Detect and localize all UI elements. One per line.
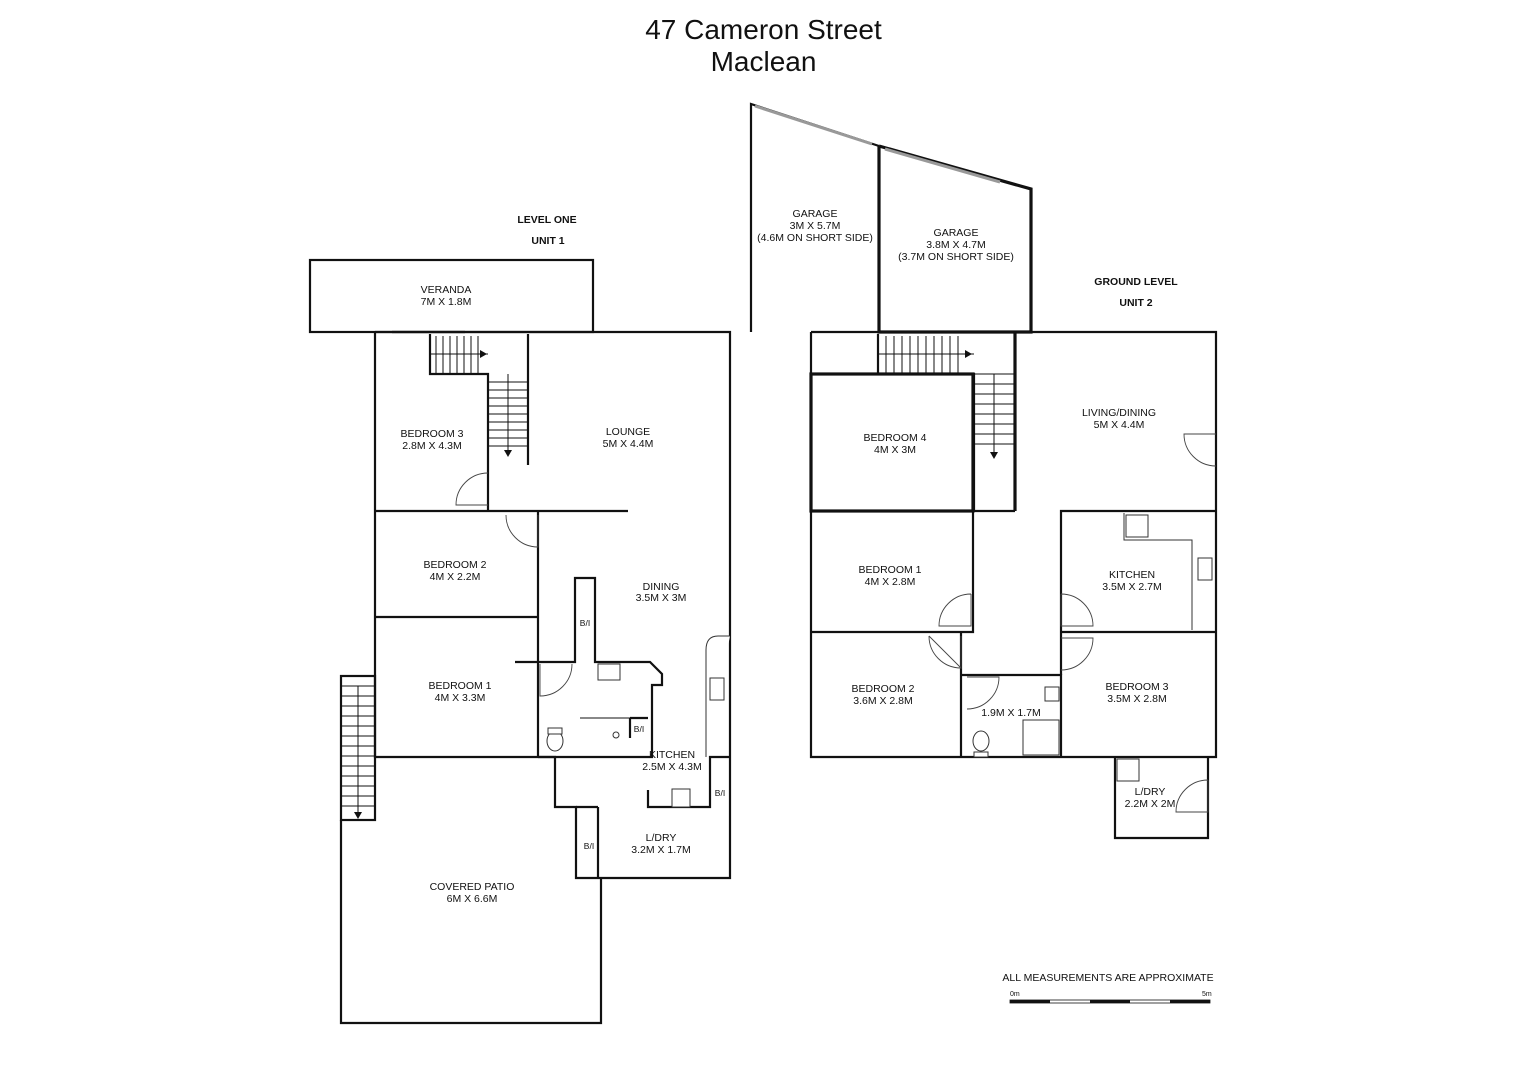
veranda-size: 7M X 1.8M xyxy=(421,296,472,308)
vanity-basin xyxy=(597,663,621,681)
living-size: 5M X 4.4M xyxy=(1094,419,1145,431)
bedroom-2-door-arc xyxy=(928,635,962,669)
u1-kitchen-name: KITCHEN xyxy=(649,749,695,761)
garage-2-name: GARAGE xyxy=(934,227,979,239)
bedroom-1-door-u2 xyxy=(938,593,972,627)
kitchen-door-u2 xyxy=(1060,593,1094,627)
lounge-size: 5M X 4.4M xyxy=(603,438,654,450)
u2-bedroom-1-name: BEDROOM 1 xyxy=(858,564,921,576)
u2-bedroom-2-name: BEDROOM 2 xyxy=(851,683,914,695)
internal-stairs xyxy=(428,334,530,465)
u1-bedroom-2-name: BEDROOM 2 xyxy=(423,559,486,571)
living-name: LIVING/DINING xyxy=(1082,407,1156,419)
u1-laundry-name: L/DRY xyxy=(646,832,677,844)
basin-u2 xyxy=(1044,686,1060,702)
unit-2-label: UNIT 2 xyxy=(1119,297,1152,309)
ground-level-label: GROUND LEVEL xyxy=(1094,276,1178,288)
u2-bedroom-4-size: 4M X 3M xyxy=(874,444,916,456)
bathroom-door xyxy=(539,663,573,697)
garage-2-size: 3.8M X 4.7M xyxy=(926,239,986,251)
bedroom-2-door xyxy=(505,514,539,548)
unit-1-plan: LEVEL ONE UNIT 1 xyxy=(308,214,732,1025)
cooktop xyxy=(671,788,691,808)
kitchen-bench-wall xyxy=(646,755,730,809)
u1-bedroom-1-name: BEDROOM 1 xyxy=(428,680,491,692)
scale-start-label: 0m xyxy=(1010,991,1020,998)
u1-bedroom-1-size: 4M X 3.3M xyxy=(435,692,486,704)
bi-label-linen: B/I xyxy=(580,618,590,628)
address-line-2: Maclean xyxy=(710,46,817,77)
kitchen-sink xyxy=(709,677,725,701)
u1-bedroom-2-size: 4M X 2.2M xyxy=(430,571,481,583)
u2-bedroom-3-size: 3.5M X 2.8M xyxy=(1107,693,1167,705)
kitchen-sink-u2 xyxy=(1197,557,1213,581)
u2-bathroom-size: 1.9M X 1.7M xyxy=(981,707,1041,719)
patio-size: 6M X 6.6M xyxy=(447,893,498,905)
bedroom-3-door-u2 xyxy=(1060,637,1094,671)
patio-outline xyxy=(339,820,603,1025)
bi-label-kitchen: B/I xyxy=(715,788,725,798)
external-stairs xyxy=(339,674,377,822)
u2-bedroom-2-size: 3.6M X 2.8M xyxy=(853,695,913,707)
unit-2-plan: GROUND LEVEL UNIT 2 xyxy=(749,102,1218,840)
garage-2-door xyxy=(884,147,1001,184)
scale-bar: ALL MEASUREMENTS ARE APPROXIMATE 0m 5m xyxy=(1002,972,1214,1004)
measurement-note: ALL MEASUREMENTS ARE APPROXIMATE xyxy=(1002,972,1213,984)
shower-drain xyxy=(612,731,620,739)
u2-bedroom-3-name: BEDROOM 3 xyxy=(1105,681,1168,693)
u2-bedroom-4-name: BEDROOM 4 xyxy=(863,432,926,444)
toilet-u2 xyxy=(972,730,990,752)
garage-1-door xyxy=(754,104,873,146)
u1-bedroom-3-size: 2.8M X 4.3M xyxy=(402,440,462,452)
toilet-cistern xyxy=(547,727,563,735)
u1-kitchen-size: 2.5M X 4.3M xyxy=(642,761,702,773)
dining-size: 3.5M X 3M xyxy=(636,592,687,604)
garage-1-name: GARAGE xyxy=(793,208,838,220)
unit-2-stairs xyxy=(876,334,1015,511)
garage-2-note: (3.7M ON SHORT SIDE) xyxy=(898,251,1014,263)
bedroom-1-wall xyxy=(811,511,975,634)
cistern-u2 xyxy=(973,751,989,758)
lounge-name: LOUNGE xyxy=(606,426,650,438)
bedroom-2-door-u2 xyxy=(928,635,962,670)
bedroom-3-door xyxy=(455,472,489,506)
veranda-name: VERANDA xyxy=(421,284,472,296)
bathroom-wall xyxy=(515,576,664,759)
cooktop-u2 xyxy=(1125,514,1149,538)
scale-end-label: 5m xyxy=(1202,991,1212,998)
garage-1-note: (4.6M ON SHORT SIDE) xyxy=(757,232,873,244)
dining-name: DINING xyxy=(643,581,680,593)
laundry-tub xyxy=(1116,758,1140,782)
u2-bedroom-1-size: 4M X 2.8M xyxy=(865,576,916,588)
bi-label-laundry: B/I xyxy=(584,841,594,851)
living-door xyxy=(1183,433,1217,467)
u1-laundry-size: 3.2M X 1.7M xyxy=(631,844,691,856)
u1-bedroom-3-name: BEDROOM 3 xyxy=(400,428,463,440)
laundry-door-u2 xyxy=(1175,779,1209,813)
unit-1-label: UNIT 1 xyxy=(531,235,564,247)
address-line-1: 47 Cameron Street xyxy=(645,14,882,45)
u2-kitchen-name: KITCHEN xyxy=(1109,569,1155,581)
bathroom-door-u2 xyxy=(966,676,1000,710)
bi-label-bath: B/I xyxy=(634,724,644,734)
kitchen-bench-u2 xyxy=(1123,513,1193,630)
u2-laundry-size: 2.2M X 2M xyxy=(1125,798,1176,810)
level-one-label: LEVEL ONE xyxy=(517,214,576,226)
shower-u2 xyxy=(1022,719,1060,756)
u2-kitchen-size: 3.5M X 2.7M xyxy=(1102,581,1162,593)
garage-1-size: 3M X 5.7M xyxy=(790,220,841,232)
unit-2-outline xyxy=(809,330,1218,759)
patio-name: COVERED PATIO xyxy=(430,881,515,893)
u2-laundry-name: L/DRY xyxy=(1135,786,1166,798)
